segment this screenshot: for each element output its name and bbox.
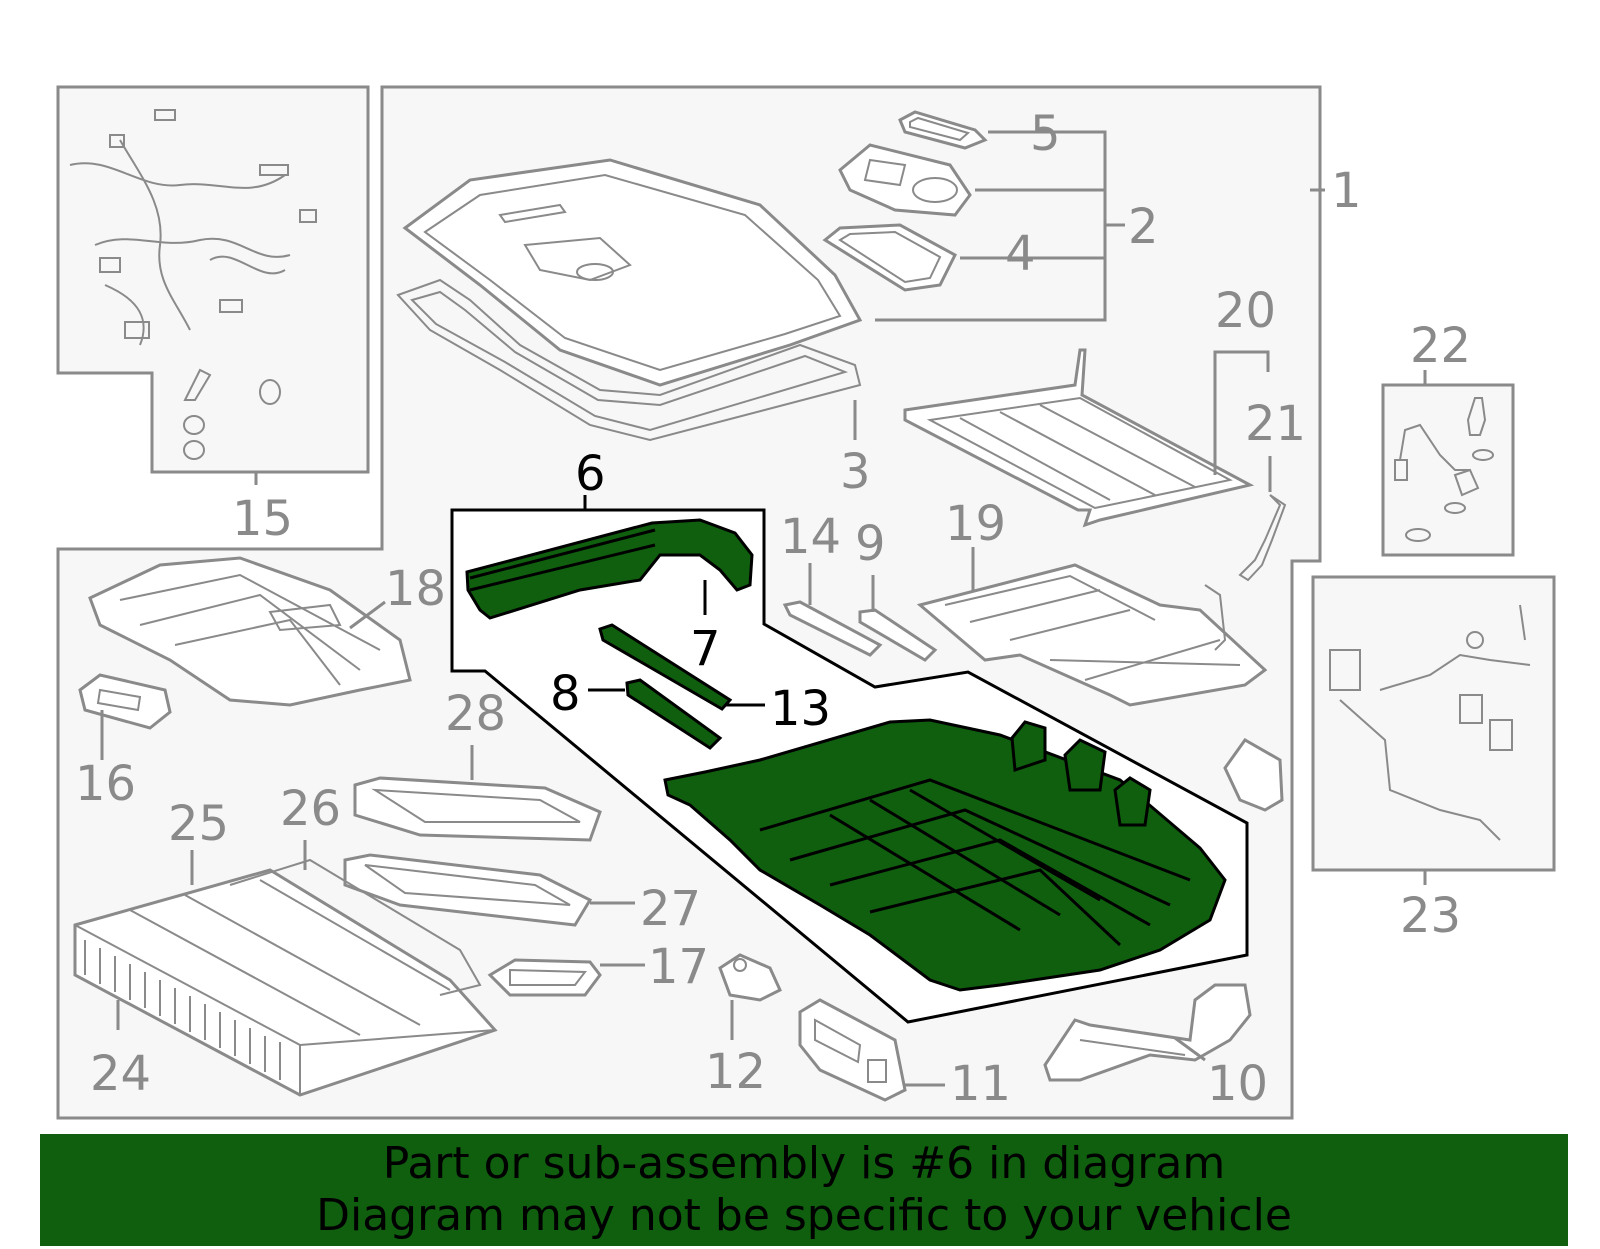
part-5-cover[interactable]: [898, 110, 988, 150]
leader-lines-gray: [100, 130, 1427, 1087]
part-19-lower-frame[interactable]: [916, 563, 1268, 707]
panel-part-23: [1311, 575, 1556, 872]
info-banner: Part or sub-assembly is #6 in diagram Di…: [40, 1134, 1568, 1246]
part-15-wiring-harness[interactable]: [69, 109, 317, 460]
banner-line-1: Part or sub-assembly is #6 in diagram: [382, 1138, 1226, 1189]
callout-14: 14: [780, 509, 841, 565]
panel-wiring-harness: [56, 85, 370, 474]
part-4-gasket[interactable]: [822, 223, 957, 292]
leader-lines-black: [583, 495, 765, 707]
part-22-sensor-kit[interactable]: [1394, 397, 1494, 542]
callout-22: 22: [1410, 318, 1471, 374]
callout-8: 8: [550, 666, 581, 722]
banner-line-2: Diagram may not be specific to your vehi…: [316, 1190, 1292, 1241]
part-26-battery-block[interactable]: [229, 858, 482, 996]
callout-labels: 1 2 3 4 5 6 7 8 9 10 11 12 13 14 15 16 1…: [75, 106, 1471, 1112]
part-23-hose-kit[interactable]: [1329, 604, 1531, 841]
part-2-upper-cover[interactable]: [402, 158, 863, 387]
callout-11: 11: [950, 1056, 1011, 1112]
callout-16: 16: [75, 756, 136, 812]
part-18-plate[interactable]: [88, 556, 412, 707]
part-28-duct[interactable]: [353, 776, 602, 842]
callout-12: 12: [705, 1044, 766, 1100]
callout-20: 20: [1215, 283, 1276, 339]
callout-10: 10: [1207, 1056, 1268, 1112]
callout-25: 25: [168, 796, 229, 852]
part-20-bracket-frame[interactable]: [903, 348, 1255, 528]
callout-24: 24: [90, 1046, 151, 1102]
callout-23: 23: [1400, 888, 1461, 944]
callout-17: 17: [648, 939, 709, 995]
callout-26: 26: [280, 781, 341, 837]
callout-2: 2: [1128, 199, 1159, 255]
callout-1: 1: [1331, 163, 1362, 219]
callout-3: 3: [840, 444, 871, 500]
callout-9: 9: [855, 516, 886, 572]
part-17-connector-box[interactable]: [487, 958, 602, 997]
part-12-bracket[interactable]: [718, 953, 782, 1002]
callout-21: 21: [1245, 396, 1306, 452]
panel-part-22: [1381, 383, 1515, 557]
callout-15: 15: [232, 491, 293, 547]
part-bracket-side[interactable]: [1223, 738, 1284, 812]
callout-13: 13: [770, 681, 831, 737]
part-2-service-plug-housing[interactable]: [838, 143, 972, 217]
callout-6: 6: [575, 446, 606, 502]
part-3-gasket[interactable]: [396, 278, 862, 442]
callout-7: 7: [690, 621, 721, 677]
part-6-lower-case-assembly[interactable]: [465, 518, 1227, 992]
part-8-strip[interactable]: [625, 678, 723, 750]
callout-19: 19: [945, 496, 1006, 552]
part-21-bracket[interactable]: [1238, 494, 1287, 582]
callout-5: 5: [1030, 106, 1061, 162]
callout-27: 27: [640, 881, 701, 937]
part-7-side-rail[interactable]: [465, 518, 754, 620]
callout-4: 4: [1005, 226, 1036, 282]
part-11-junction-block[interactable]: [798, 998, 907, 1102]
callout-28: 28: [445, 686, 506, 742]
part-24-battery-modules[interactable]: [73, 868, 498, 1097]
part-27-duct[interactable]: [343, 853, 593, 927]
callout-18: 18: [385, 561, 446, 617]
part-14-strip[interactable]: [782, 600, 883, 657]
